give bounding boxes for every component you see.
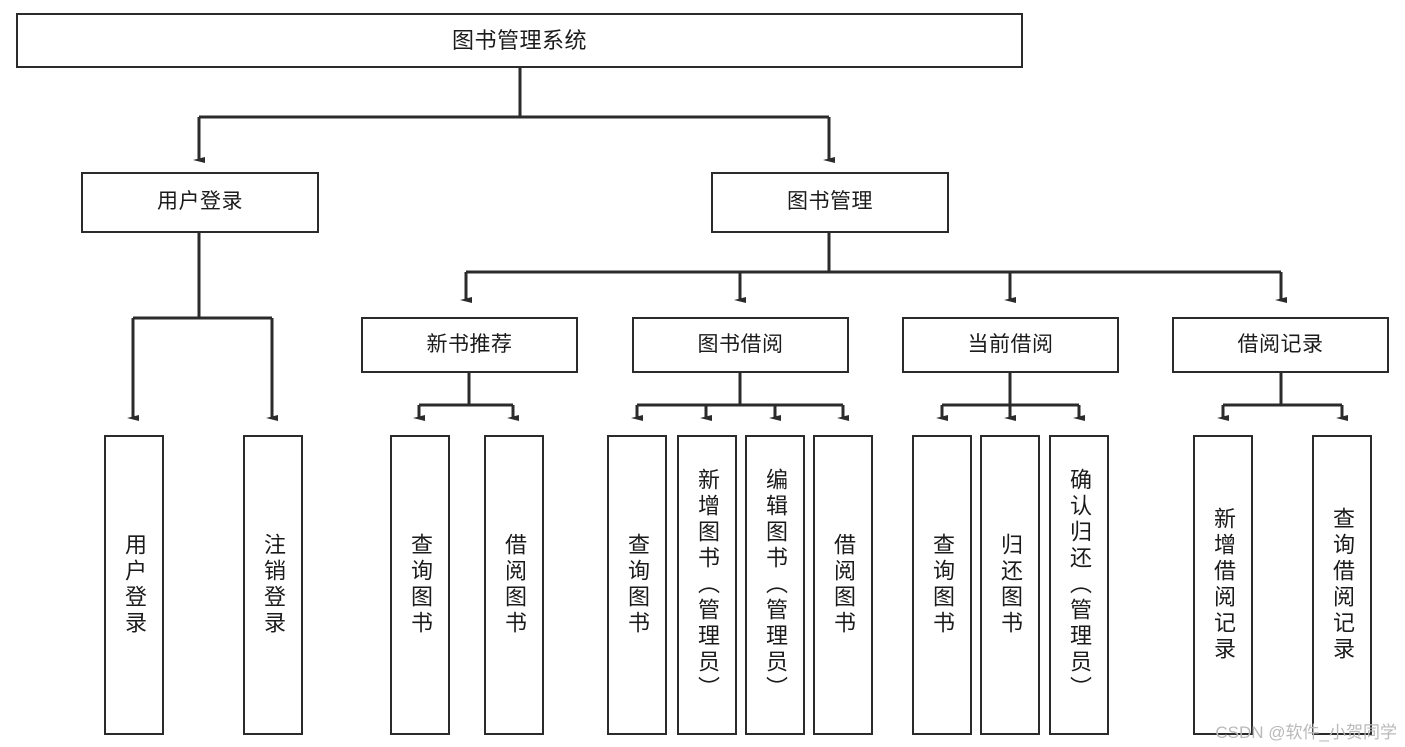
node-label: 查询借阅记录 xyxy=(1330,507,1355,663)
node-label: 确认归还（管理员） xyxy=(1067,468,1092,702)
leaf-borrow-book-recommend[interactable]: 借阅图书 xyxy=(484,435,544,735)
node-label: 图书管理 xyxy=(787,190,873,214)
node-root-library-system[interactable]: 图书管理系统 xyxy=(16,13,1023,68)
node-book-borrow[interactable]: 图书借阅 xyxy=(632,317,849,373)
node-label: 新书推荐 xyxy=(426,332,513,356)
node-label: 图书管理系统 xyxy=(451,27,587,53)
node-label: 查询图书 xyxy=(408,533,433,637)
leaf-query-book-recommend[interactable]: 查询图书 xyxy=(390,435,450,735)
node-label: 当前借阅 xyxy=(967,332,1054,356)
leaf-confirm-return-admin[interactable]: 确认归还（管理员） xyxy=(1049,435,1109,735)
csdn-watermark: CSDN @软件_小贺同学 xyxy=(1215,723,1397,742)
leaf-edit-book-admin[interactable]: 编辑图书（管理员） xyxy=(745,435,805,735)
node-label: 借阅图书 xyxy=(831,533,856,637)
leaf-user-login[interactable]: 用户登录 xyxy=(104,435,164,735)
leaf-return-book[interactable]: 归还图书 xyxy=(980,435,1040,735)
leaf-query-book-current[interactable]: 查询图书 xyxy=(912,435,972,735)
node-label: 查询图书 xyxy=(625,533,650,637)
node-label: 注销登录 xyxy=(261,533,286,637)
node-label: 图书借阅 xyxy=(697,332,784,356)
node-label: 查询图书 xyxy=(930,533,955,637)
node-label: 新增图书（管理员） xyxy=(695,468,720,702)
node-label: 借阅记录 xyxy=(1237,332,1324,356)
node-label: 用户登录 xyxy=(157,190,243,214)
node-user-login[interactable]: 用户登录 xyxy=(81,172,319,233)
node-new-book-recommend[interactable]: 新书推荐 xyxy=(361,317,578,373)
node-label: 编辑图书（管理员） xyxy=(763,468,788,702)
node-book-management[interactable]: 图书管理 xyxy=(711,172,949,233)
leaf-logout-login[interactable]: 注销登录 xyxy=(243,435,303,735)
node-label: 归还图书 xyxy=(998,533,1023,637)
leaf-add-book-admin[interactable]: 新增图书（管理员） xyxy=(677,435,737,735)
leaf-add-borrow-record[interactable]: 新增借阅记录 xyxy=(1193,435,1253,735)
node-label: 用户登录 xyxy=(122,533,147,637)
node-borrow-record[interactable]: 借阅记录 xyxy=(1172,317,1389,373)
node-label: 新增借阅记录 xyxy=(1211,507,1236,663)
leaf-borrow-book[interactable]: 借阅图书 xyxy=(813,435,873,735)
leaf-query-book-borrow[interactable]: 查询图书 xyxy=(607,435,667,735)
node-label: 借阅图书 xyxy=(502,533,527,637)
node-current-borrow[interactable]: 当前借阅 xyxy=(902,317,1119,373)
leaf-query-borrow-record[interactable]: 查询借阅记录 xyxy=(1312,435,1372,735)
